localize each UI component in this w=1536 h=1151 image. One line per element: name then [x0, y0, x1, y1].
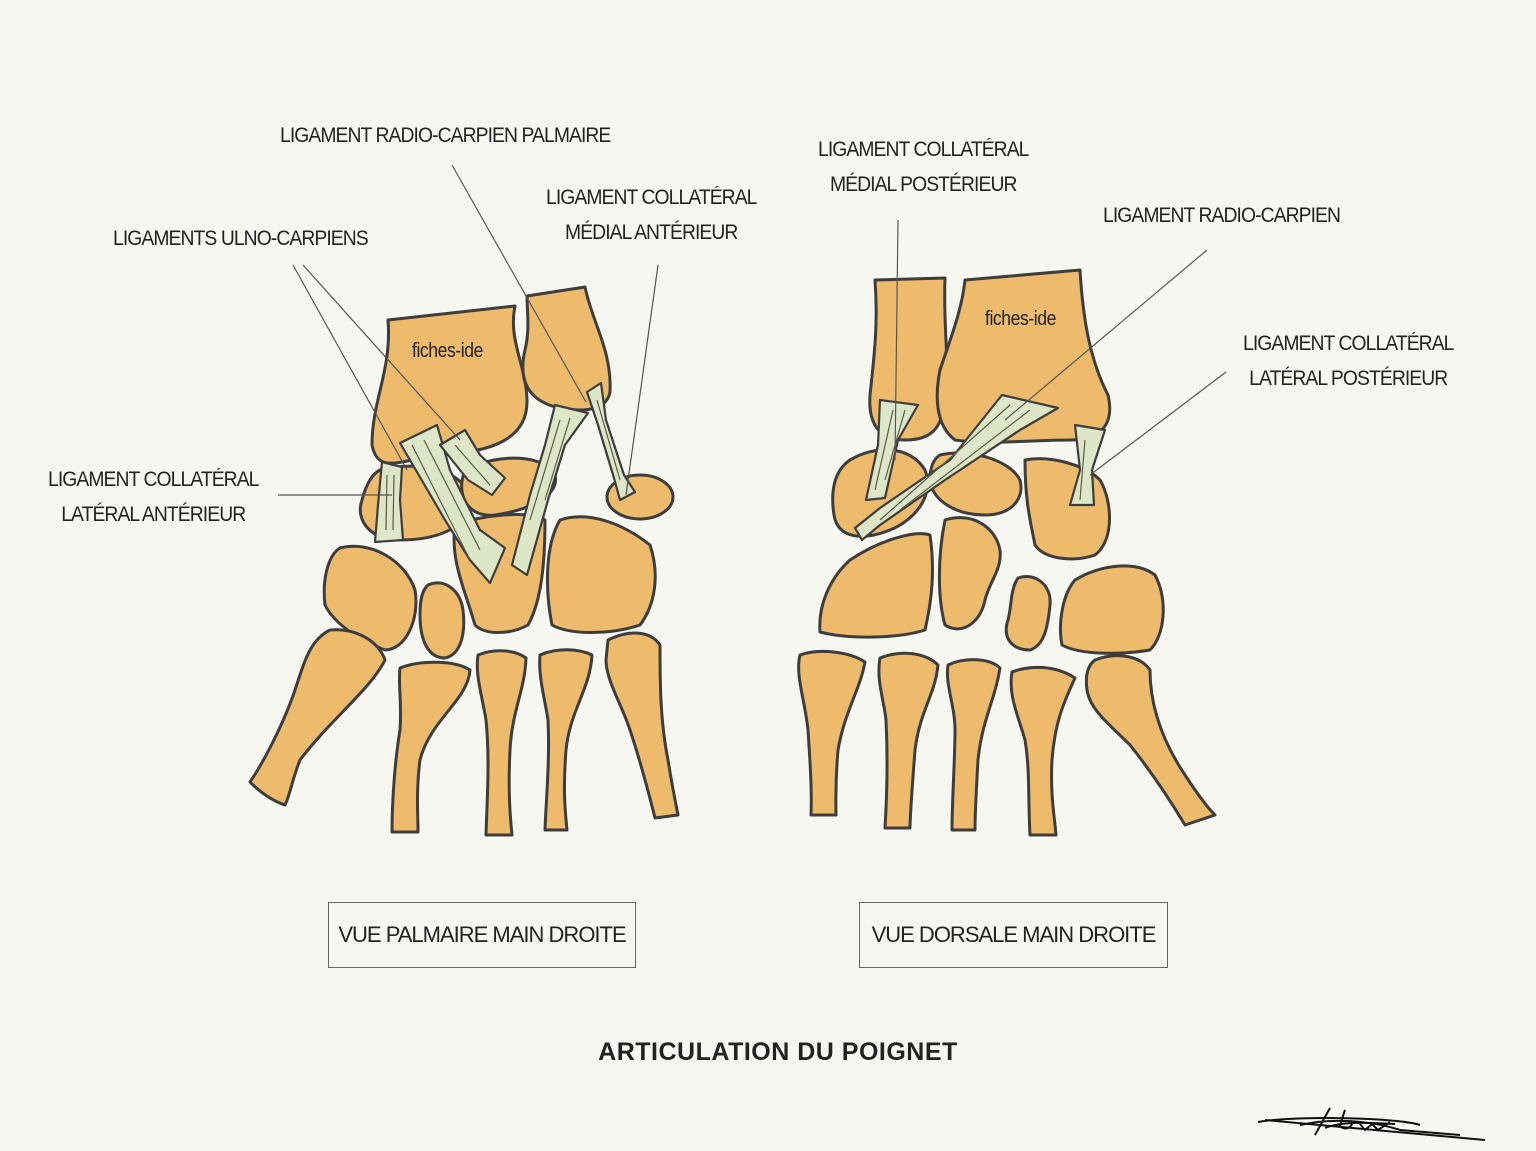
carpal	[1023, 457, 1111, 561]
ligament-ulno-carpien-1	[398, 423, 507, 585]
metacarpal-4-dorsal	[1009, 665, 1077, 837]
label-line-2: LATÉRAL POSTÉRIEUR	[1249, 367, 1448, 390]
carpal	[937, 516, 1002, 631]
diagram-title: ARTICULATION DU POIGNET	[598, 1038, 958, 1066]
bone-radius-dorsal	[935, 268, 1112, 444]
dorsal-view-ligaments	[853, 393, 1107, 542]
label-line-1: LIGAMENT COLLATÉRAL	[546, 186, 757, 209]
signature	[1257, 1107, 1486, 1141]
label-collateral-medial-posterieur: LIGAMENT COLLATÉRAL MÉDIAL POSTÉRIEUR	[818, 132, 1029, 202]
metacarpal-5	[604, 631, 680, 820]
metacarpal-2-dorsal	[877, 651, 940, 830]
label-line-1: LIGAMENT COLLATÉRAL	[818, 138, 1029, 161]
ligament-collateral-medial-anterior	[585, 381, 637, 502]
caption-text: VUE DORSALE MAIN DROITE	[871, 922, 1157, 947]
bone-ulna-dorsal	[868, 276, 949, 442]
metacarpal-thumb	[248, 628, 387, 807]
caption-palmar-view: VUE PALMAIRE MAIN DROITE	[328, 902, 636, 968]
ligament-collateral-medial-posterior	[864, 398, 920, 502]
caption-dorsal-view: VUE DORSALE MAIN DROITE	[859, 902, 1168, 968]
watermark: fiches-ide	[412, 340, 483, 362]
label-radio-carpien-palmaire: LIGAMENT RADIO-CARPIEN PALMAIRE	[280, 124, 611, 147]
label-collateral-lateral-posterieur: LIGAMENT COLLATÉRAL LATÉRAL POSTÉRIEUR	[1243, 326, 1454, 396]
carpal-trapezium	[322, 544, 418, 652]
carpal-trapezoid	[418, 581, 466, 660]
ligament-radio-carpien-palmaire	[510, 403, 590, 577]
metacarpal-1-dorsal	[797, 649, 867, 817]
caption-text: VUE PALMAIRE MAIN DROITE	[338, 922, 626, 947]
ligament-collateral-lateral-anterior	[373, 460, 405, 544]
metacarpal-4	[538, 648, 594, 832]
carpal-hamate	[546, 515, 657, 634]
carpal	[1059, 564, 1165, 655]
carpal	[818, 532, 934, 639]
palmar-view-ligaments	[373, 381, 637, 585]
leader-lines	[278, 164, 1227, 496]
carpal	[928, 451, 1023, 517]
label-line-2: MÉDIAL ANTÉRIEUR	[565, 221, 738, 244]
ligament-fibers	[385, 399, 621, 561]
ligament-collateral-lateral-posterior	[1068, 423, 1107, 507]
label-line-2: MÉDIAL POSTÉRIEUR	[829, 173, 1017, 196]
label-line-1: LIGAMENT COLLATÉRAL	[1243, 332, 1454, 355]
label-ulno-carpiens: LIGAMENTS ULNO-CARPIENS	[113, 227, 369, 250]
metacarpal-3-dorsal	[945, 658, 1002, 832]
carpal	[1004, 575, 1052, 652]
label-collateral-lateral-anterieur: LIGAMENT COLLATÉRAL LATÉRAL ANTÉRIEUR	[48, 462, 259, 532]
label-collateral-medial-anterieur: LIGAMENT COLLATÉRAL MÉDIAL ANTÉRIEUR	[546, 180, 757, 250]
watermark: fiches-ide	[985, 308, 1056, 330]
metacarpal-5-dorsal	[1084, 654, 1217, 827]
ligament-radio-carpien	[853, 393, 1060, 542]
palmar-view-bones	[248, 285, 680, 837]
label-line-1: LIGAMENT COLLATÉRAL	[48, 468, 259, 491]
label-line-2: LATÉRAL ANTÉRIEUR	[61, 503, 246, 526]
dorsal-view-bones	[797, 268, 1217, 837]
label-radio-carpien: LIGAMENT RADIO-CARPIEN	[1103, 204, 1341, 227]
metacarpal-3	[475, 649, 528, 837]
metacarpal-2	[390, 660, 472, 834]
